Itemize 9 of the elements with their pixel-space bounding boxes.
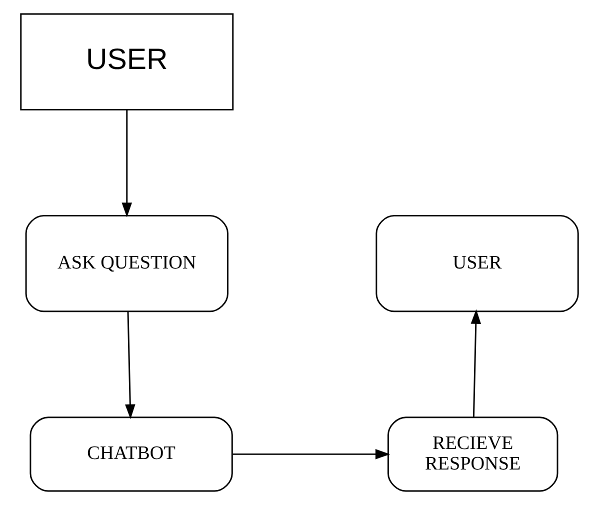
node-box: USER [376,214,579,312]
arrow [232,449,390,460]
node-box: RECIEVE RESPONSE [387,416,558,492]
arrow [125,311,136,420]
node-box: CHATBOT [30,416,233,492]
node-box: USER [20,13,234,110]
node-box: ASK QUESTION [25,214,228,312]
arrow [122,110,132,218]
arrow [470,309,482,417]
